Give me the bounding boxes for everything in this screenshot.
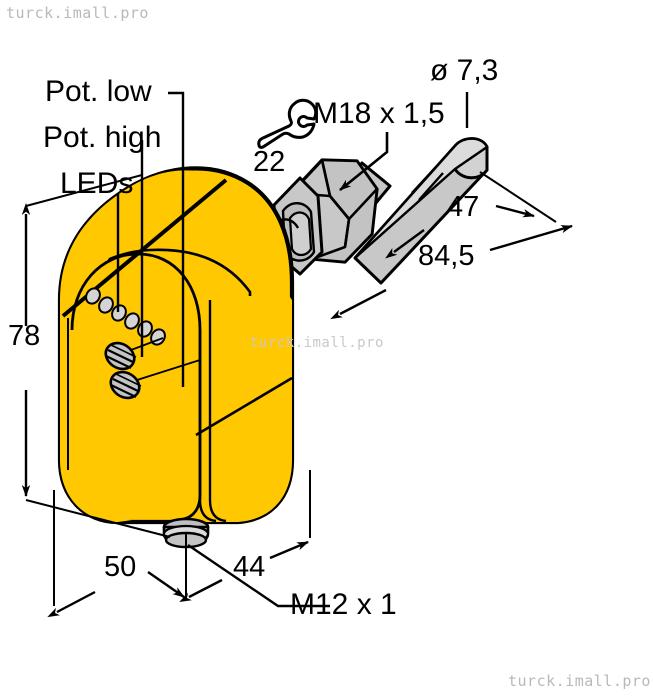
callout-leaders (116, 91, 185, 387)
dimension-84-5 (330, 224, 573, 320)
wrench-icon (257, 98, 318, 149)
potentiometer-screws (104, 337, 201, 400)
dimension-value-78: 78 (8, 320, 41, 352)
m18-leader (339, 132, 389, 192)
annotation-probe-diameter: ø 7,3 (430, 54, 499, 87)
callout-pot-high: Pot. high (43, 121, 162, 154)
pot-low-screw (104, 341, 137, 371)
watermark-bottom-right: turck.imall.pro (508, 672, 651, 690)
dimension-value-47: 47 (447, 191, 480, 223)
annotation-wrench-size: 22 (253, 146, 286, 178)
dimension-value-84-5: 84,5 (418, 240, 475, 272)
dimension-50 (47, 490, 185, 618)
watermark-top-left: turck.imall.pro (6, 4, 149, 22)
m12-leader (185, 533, 330, 608)
dimension-value-50: 50 (104, 551, 137, 583)
pot-high-screw (109, 370, 142, 400)
dimension-value-44: 44 (233, 551, 266, 583)
watermark-center: turck.imall.pro (250, 335, 384, 351)
annotation-connector-thread: M12 x 1 (290, 588, 397, 621)
dimension-47 (385, 171, 557, 259)
callout-leds: LEDs (60, 167, 134, 200)
dimension-44 (179, 470, 311, 603)
annotation-thread-process: M18 x 1,5 (313, 97, 445, 130)
dimension-78 (21, 174, 171, 538)
callout-pot-low: Pot. low (45, 75, 152, 108)
